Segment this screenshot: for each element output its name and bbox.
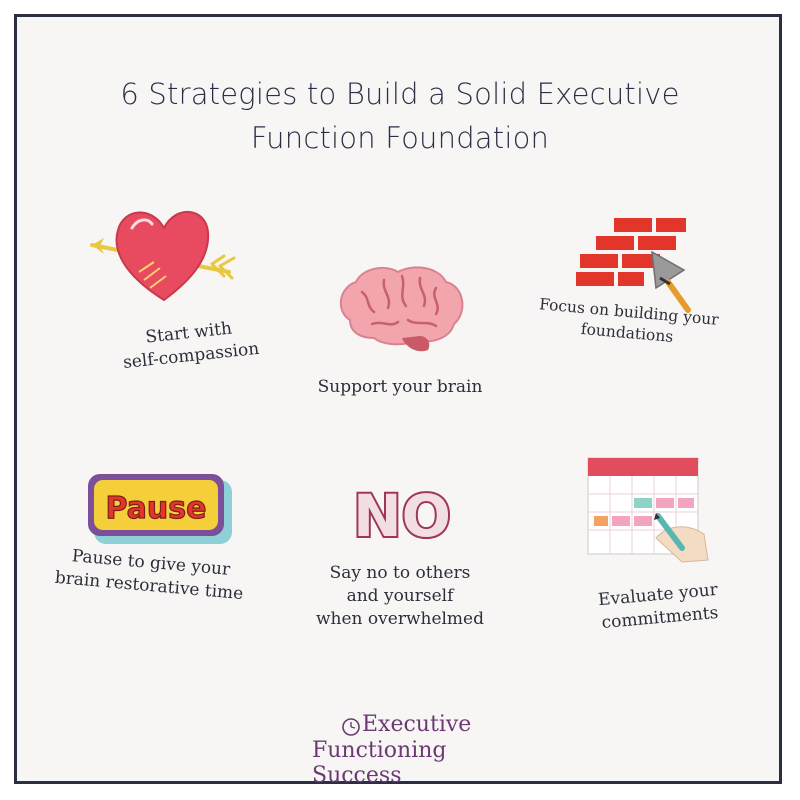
strategy-caption-2: Support your brain [317, 377, 483, 397]
page-frame [14, 14, 782, 784]
brain-icon [340, 266, 464, 352]
pause-sign-text: Pause [106, 491, 207, 526]
pause-sign-icon: Pause [88, 474, 232, 544]
bricks-trowel-icon [576, 218, 691, 313]
brand-logo: Executive Functioning Success [300, 708, 540, 788]
logo-line-1: Executive [362, 712, 472, 737]
title-line-1: 6 Strategies to Build a Solid Executive [120, 77, 680, 111]
no-sign-icon: NO [352, 480, 452, 550]
strategy-caption-5: Say no to others and yourself when overw… [316, 563, 484, 629]
title-line-2: Function Foundation [250, 121, 550, 155]
page-title: 6 Strategies to Build a Solid Executive … [0, 72, 800, 160]
logo-line-2: Functioning Success [312, 738, 447, 788]
clock-head-icon [342, 718, 360, 736]
calendar-pen-icon [587, 457, 709, 563]
no-sign-text: NO [353, 482, 451, 550]
heart-arrow-icon [90, 211, 236, 302]
